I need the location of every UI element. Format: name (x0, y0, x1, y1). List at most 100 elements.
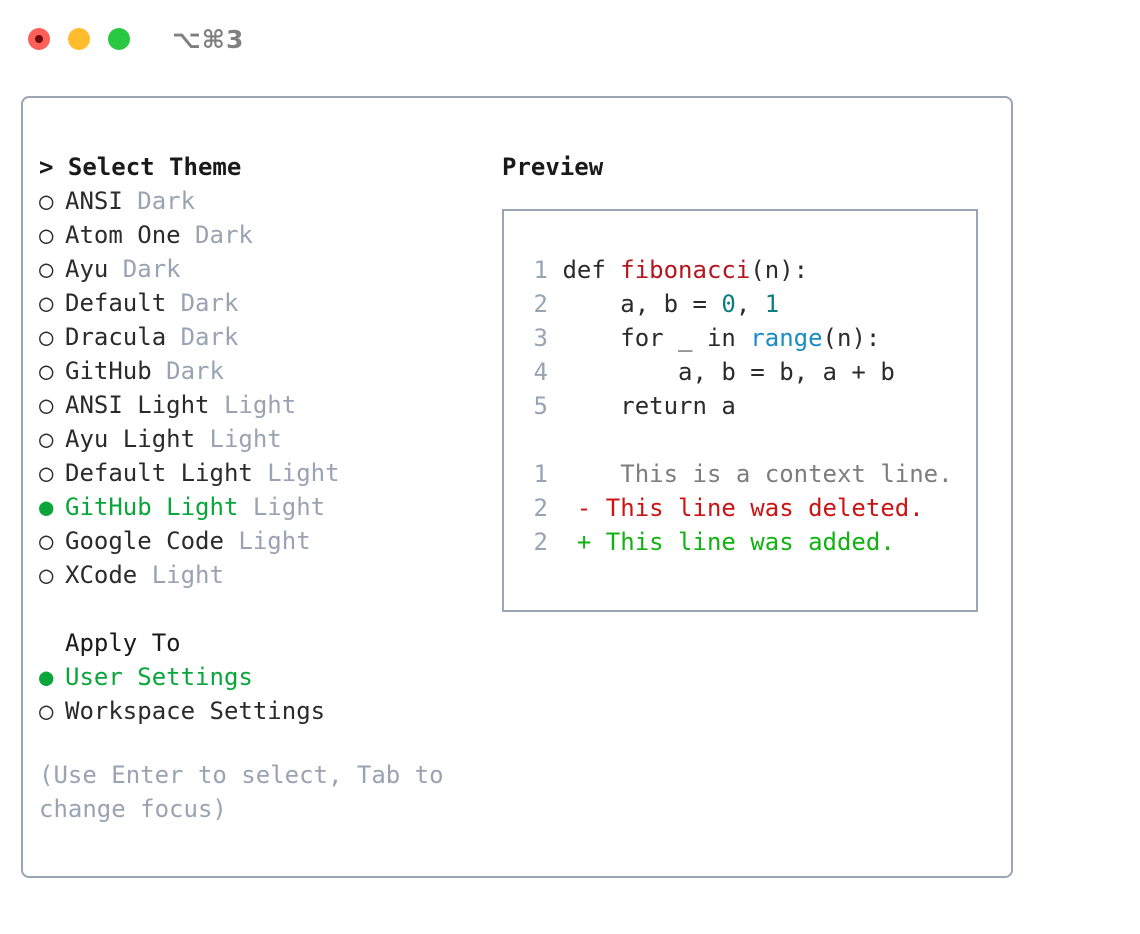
radio-unselected-icon[interactable]: ○ (39, 357, 54, 385)
diff-text: - This line was deleted. (548, 494, 924, 522)
code-line: 2 a, b = 0, 1 (504, 287, 976, 321)
theme-option-label: ANSI Light (65, 391, 210, 419)
code-line: 5 return a (504, 389, 976, 423)
theme-option-google-code[interactable]: ○ Google Code Light (39, 524, 479, 558)
line-number: 2 (533, 528, 548, 556)
line-number: 1 (533, 460, 548, 488)
theme-option-github[interactable]: ○GitHub Dark (39, 354, 479, 388)
theme-option-atom-one[interactable]: ○ Atom One Dark (39, 218, 479, 252)
diff-text: + This line was added. (548, 528, 895, 556)
radio-unselected-icon[interactable]: ○ (39, 425, 54, 453)
radio-selected-icon[interactable]: ● (39, 493, 54, 521)
radio-unselected-icon[interactable]: ○ (39, 255, 54, 283)
apply-to-option-user-settings[interactable]: ● User Settings (39, 660, 479, 694)
theme-option-variant: Light (223, 527, 311, 555)
theme-option-github-light[interactable]: ●GitHub Light Light (39, 490, 479, 524)
title-bar: ⌥⌘3 (0, 0, 1140, 78)
theme-option-label: Default (65, 289, 167, 317)
theme-option-variant: Light (252, 459, 340, 487)
line-number: 2 (533, 494, 548, 522)
maximize-button[interactable] (108, 28, 130, 50)
theme-option-xcode[interactable]: ○ XCode Light (39, 558, 479, 592)
theme-option-variant: Light (137, 561, 224, 589)
code-line: 3 for _ in range(n): (504, 321, 976, 355)
radio-unselected-icon[interactable]: ○ (39, 561, 54, 589)
theme-option-label: Dracula (65, 323, 167, 351)
theme-option-dracula[interactable]: ○ Dracula Dark (39, 320, 479, 354)
radio-unselected-icon[interactable]: ○ (39, 323, 54, 351)
theme-option-label: XCode (65, 561, 138, 589)
close-button[interactable] (28, 28, 50, 50)
diff-text: This is a context line. (548, 460, 953, 488)
code-line: 1 def fibonacci(n): (504, 253, 976, 287)
theme-option-variant: Dark (180, 221, 253, 249)
radio-unselected-icon[interactable]: ○ (39, 391, 54, 419)
code-token-fn: fibonacci (620, 256, 751, 284)
theme-option-label: Ayu (65, 255, 109, 283)
theme-option-variant: Light (195, 425, 282, 453)
apply-to-option-workspace-settings[interactable]: ○Workspace Settings (39, 694, 479, 728)
radio-unselected-icon[interactable]: ○ (39, 697, 54, 725)
code-token-plain: (n): (750, 256, 809, 284)
line-number: 3 (533, 324, 548, 352)
code-line: 4 a, b = b, a + b (504, 355, 976, 389)
code-token-plain: a, b = b, a + b (548, 358, 895, 386)
radio-selected-icon[interactable]: ● (39, 663, 54, 691)
traffic-lights (28, 28, 130, 50)
apply-to-option-label: User Settings (65, 663, 253, 691)
code-token-plain: def (548, 256, 621, 284)
code-token-call: range (750, 324, 823, 352)
theme-option-variant: Dark (108, 255, 181, 283)
theme-option-label: ANSI (65, 187, 123, 215)
theme-option-ayu[interactable]: ○ Ayu Dark (39, 252, 479, 286)
theme-option-label: Google Code (65, 527, 224, 555)
apply-to-option-list[interactable]: ● User Settings ○Workspace Settings (39, 660, 479, 728)
theme-option-default[interactable]: ○ Default Dark (39, 286, 479, 320)
minimize-button[interactable] (68, 28, 90, 50)
diff-line-del: 2 - This line was deleted. (504, 491, 976, 525)
diff-line-add: 2 + This line was added. (504, 525, 976, 559)
theme-option-variant: Dark (166, 323, 239, 351)
theme-option-label: Ayu Light (65, 425, 196, 453)
theme-option-ansi[interactable]: ○ ANSI Dark (39, 184, 479, 218)
code-token-num: 0 (721, 290, 736, 318)
theme-list-column: > Select Theme ○ANSI Dark○Atom One Dark○… (39, 150, 479, 826)
theme-option-variant: Dark (166, 289, 239, 317)
theme-option-ansi-light[interactable]: ○ANSI Light Light (39, 388, 479, 422)
code-token-plain: , (735, 290, 765, 318)
line-number: 5 (533, 392, 548, 420)
radio-unselected-icon[interactable]: ○ (39, 289, 54, 317)
radio-unselected-icon[interactable]: ○ (39, 187, 54, 215)
radio-unselected-icon[interactable]: ○ (39, 221, 54, 249)
theme-picker-panel: > Select Theme ○ANSI Dark○Atom One Dark○… (21, 96, 1013, 878)
radio-unselected-icon[interactable]: ○ (39, 459, 54, 487)
theme-option-variant: Dark (122, 187, 196, 215)
theme-option-default-light[interactable]: ○ Default Light Light (39, 456, 479, 490)
radio-unselected-icon[interactable]: ○ (39, 527, 54, 555)
line-number: 2 (533, 290, 548, 318)
line-number: 1 (533, 256, 548, 284)
select-theme-heading: > Select Theme (39, 153, 242, 181)
list-spacer (39, 592, 479, 626)
code-token-plain: a, b = (548, 290, 722, 318)
theme-option-variant: Light (238, 493, 326, 521)
preview-spacer (504, 423, 976, 457)
line-number: 4 (533, 358, 548, 386)
diff-line-ctx: 1 This is a context line. (504, 457, 976, 491)
preview-heading: Preview (502, 153, 604, 181)
theme-option-list[interactable]: ○ ANSI Dark ○ Atom One Dark ○ Ayu Dark ○ Defaul… (39, 184, 479, 592)
theme-option-ayu-light[interactable]: ○ Ayu Light Light (39, 422, 479, 456)
code-token-plain: return a (548, 392, 736, 420)
theme-option-label: Atom One (65, 221, 181, 249)
theme-option-variant: Dark (151, 357, 224, 385)
apply-to-heading: Apply To (65, 629, 181, 657)
code-token-num: 1 (764, 290, 780, 318)
keyboard-hint-text: (Use Enter to select, Tab to change focu… (39, 761, 459, 823)
diff-sample: 1 This is a context line.2 - This line w… (504, 457, 976, 559)
theme-option-label: Default Light (65, 459, 253, 487)
preview-column: Preview 1 def fibonacci(n):2 a, b = 0, 1… (502, 150, 982, 612)
code-token-plain: for _ in (548, 324, 751, 352)
